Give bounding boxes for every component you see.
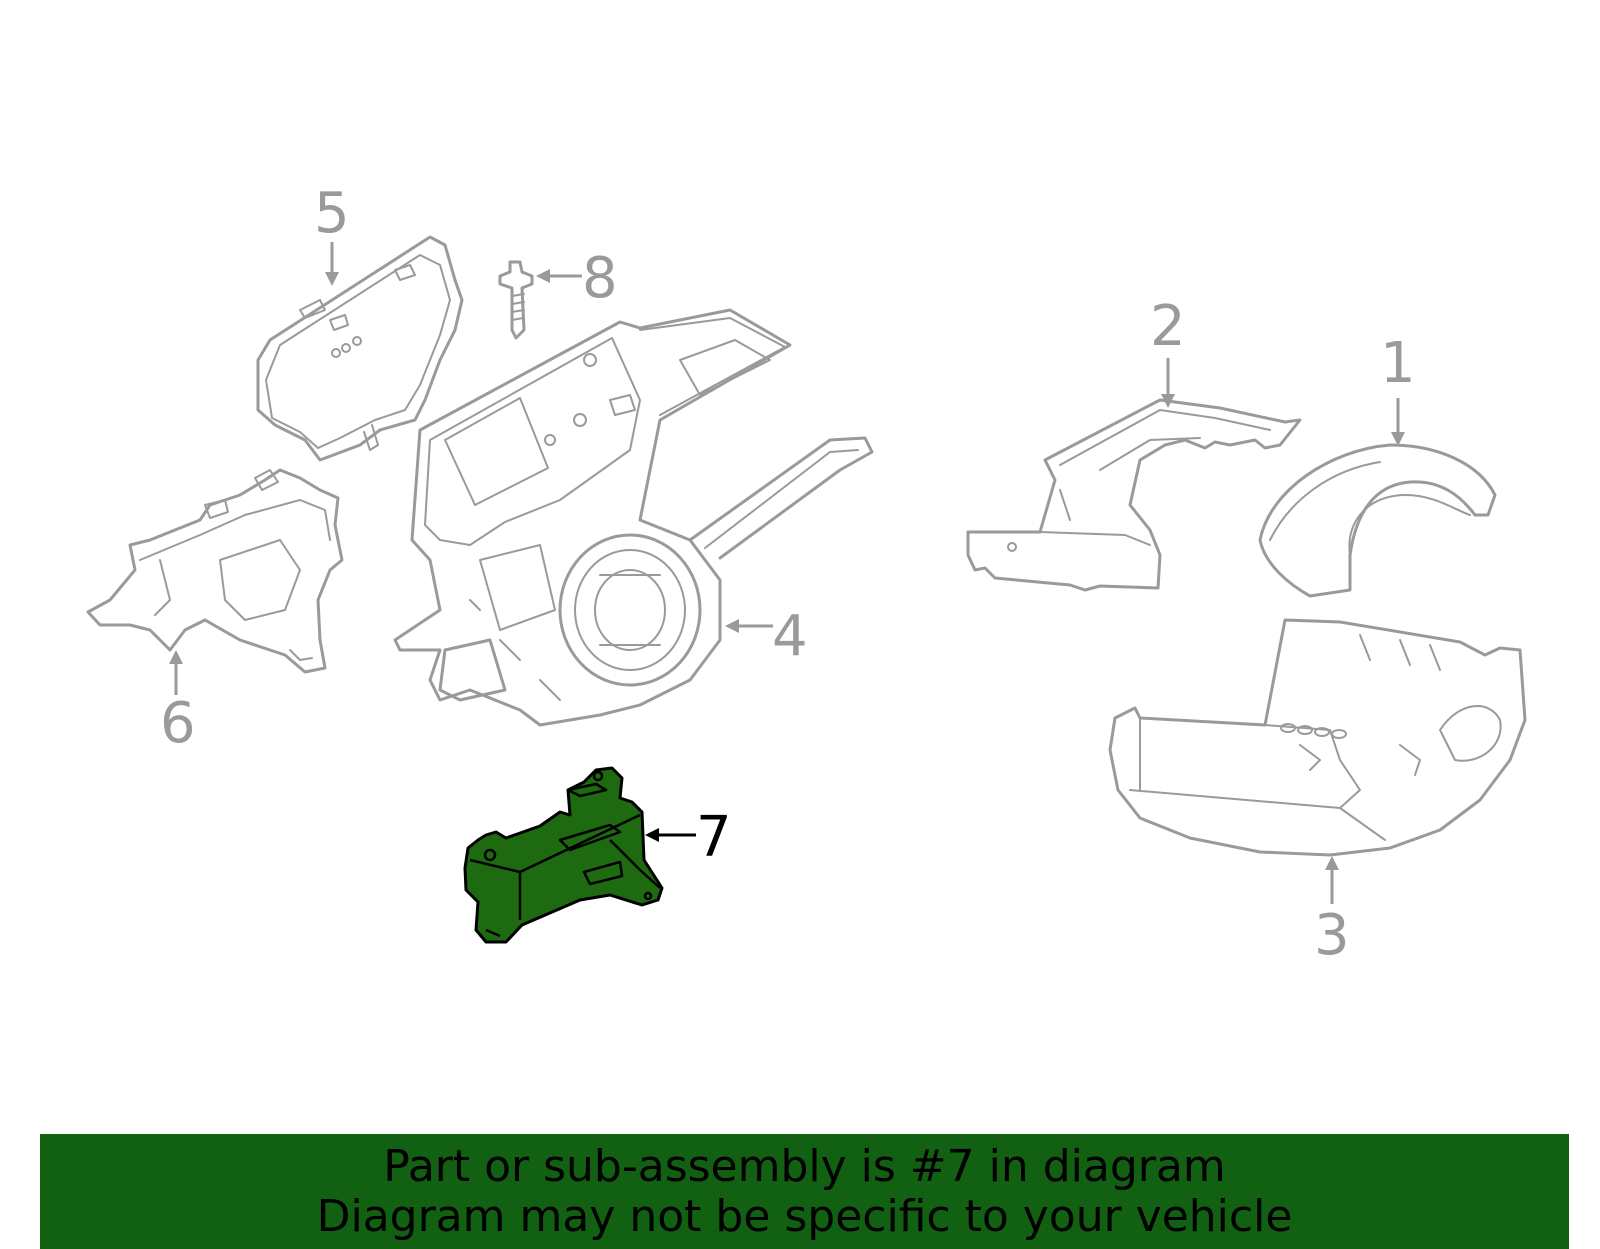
part-7-highlighted-module[interactable]: [463, 766, 664, 944]
callout-8[interactable]: 8: [582, 246, 618, 311]
banner-line-part-info: Part or sub-assembly is #7 in diagram: [383, 1140, 1226, 1192]
callout-6[interactable]: 6: [160, 691, 196, 756]
part-5-cover-panel[interactable]: [256, 235, 464, 462]
callout-4[interactable]: 4: [772, 604, 808, 669]
part-8-bolt[interactable]: [498, 260, 534, 340]
part-1-cap[interactable]: [1258, 443, 1497, 598]
banner-line-disclaimer: Diagram may not be specific to your vehi…: [316, 1190, 1293, 1242]
callout-2[interactable]: 2: [1150, 294, 1186, 359]
part-6-bracket[interactable]: [86, 468, 344, 674]
info-banner: Part or sub-assembly is #7 in diagram Di…: [40, 1134, 1569, 1249]
callout-5[interactable]: 5: [314, 181, 350, 246]
callout-labels: 1 2 3 4 5 6 7 8: [160, 181, 1416, 968]
part-2-upper-shroud[interactable]: [966, 398, 1302, 592]
part-4-steering-column-assembly[interactable]: [393, 308, 874, 727]
part-3-lower-shroud[interactable]: [1108, 618, 1527, 857]
callout-leaders: [169, 242, 1405, 904]
callout-7[interactable]: 7: [696, 805, 732, 870]
callout-1[interactable]: 1: [1380, 331, 1416, 396]
callout-3[interactable]: 3: [1314, 903, 1350, 968]
